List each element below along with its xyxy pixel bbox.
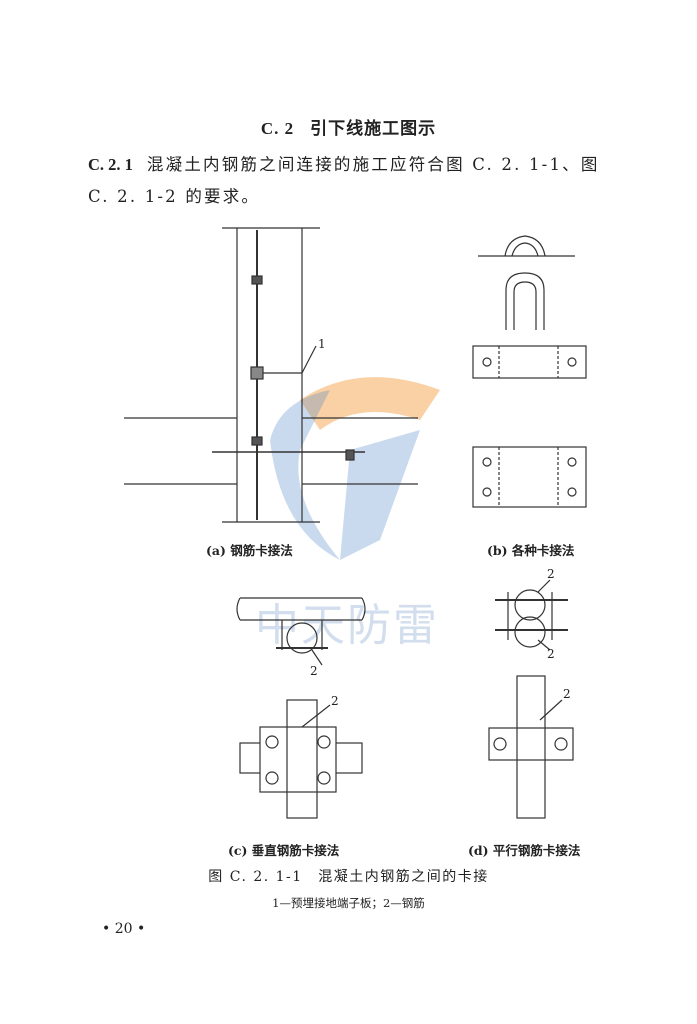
subcaption-c: (c) 垂直钢筋卡接法 [228,843,340,858]
diagram-d [488,579,574,819]
diagram-c [236,597,366,819]
diagram-a [124,227,418,523]
callout-2: 2 [310,664,318,678]
clause-line-1: C. 2. 1 混凝土内钢筋之间连接的施工应符合图 C. 2. 1-1、图 [88,151,600,175]
section-number: C. 2 [260,119,295,138]
figure-caption: 图 C. 2. 1-1 混凝土内钢筋之间的卡接 [208,869,489,885]
callout-2: 2 [331,694,339,708]
callout-1: 1 [318,337,326,351]
section-heading: C. 2 引下线施工图示 [0,114,697,139]
figure-legend: 1—预埋接地端子板；2—钢筋 [272,896,425,910]
subcaption-d: (d) 平行钢筋卡接法 [468,843,581,858]
callout-2: 2 [563,687,571,701]
callout-2: 2 [547,567,555,581]
clause-number: C. 2. 1 [88,155,133,174]
callout-2: 2 [547,647,555,661]
watermark-logo [270,377,440,560]
subcaption-b: (b) 各种卡接法 [487,543,575,558]
clause-line-2: C. 2. 1-2 的要求。 [88,187,261,206]
watermark-text: 中天防雷 [255,600,439,651]
clause-text-1: 混凝土内钢筋之间连接的施工应符合图 C. 2. 1-1、图 [146,155,600,174]
section-title: 引下线施工图示 [310,119,437,139]
diagram-b [472,235,587,508]
subcaption-a: (a) 钢筋卡接法 [206,543,293,558]
page-number: • 20 • [102,921,146,937]
